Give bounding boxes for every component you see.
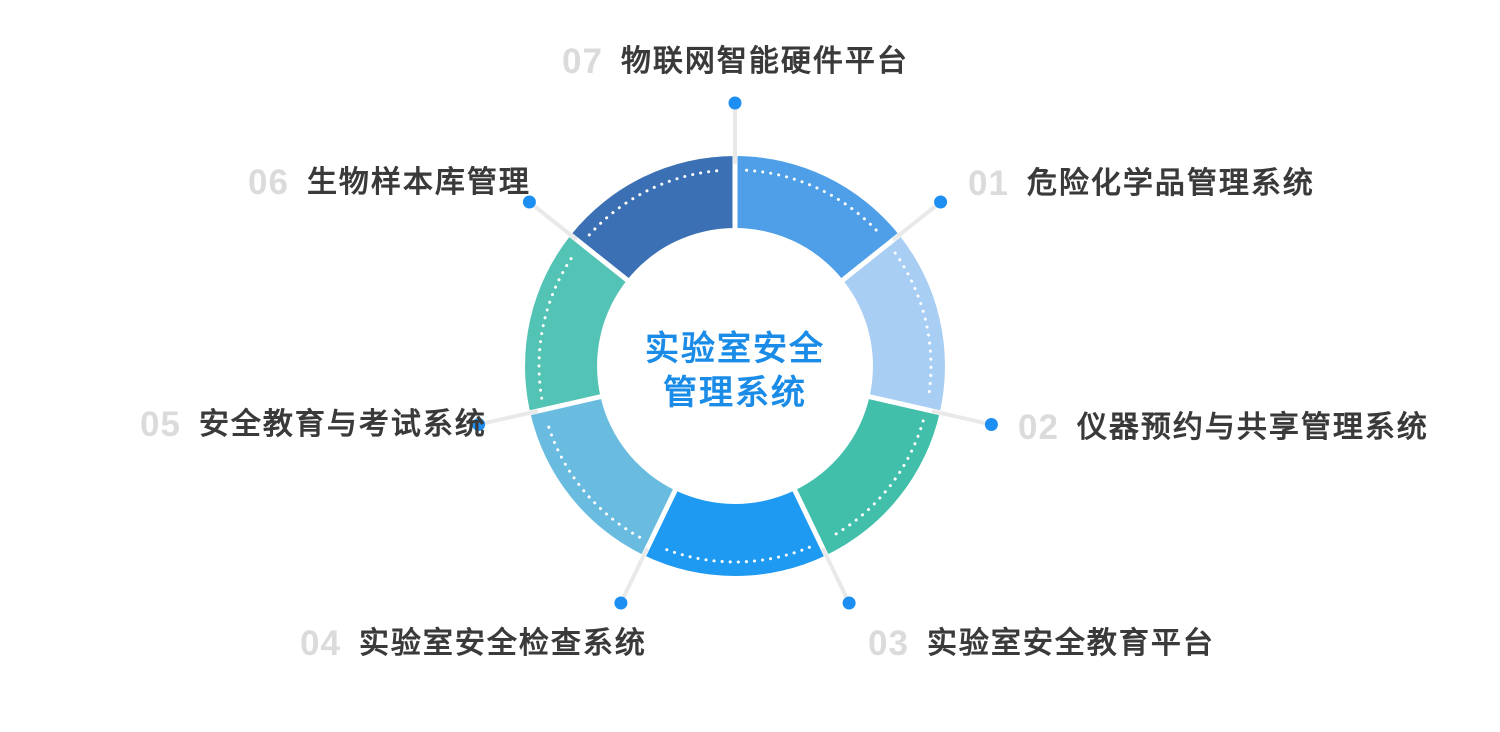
item-label: 仪器预约与共享管理系统 (1076, 411, 1429, 444)
connector-dot (934, 195, 948, 209)
donut-segment-6 (570, 156, 735, 280)
connector-line (532, 203, 578, 241)
item-label: 安全教育与考试系统 (198, 408, 487, 441)
connector-line (931, 409, 988, 426)
center-title-line2: 管理系统 (663, 374, 807, 412)
connector-line (892, 203, 938, 241)
item-label: 实验室安全检查系统 (358, 627, 647, 660)
item-number: 05 (140, 405, 181, 444)
segment-gap-line (523, 392, 611, 417)
donut-segment-1 (842, 235, 945, 413)
connector-line (482, 409, 539, 426)
connector-line (621, 547, 649, 600)
connector-dot (728, 96, 742, 110)
segment-gap-line (788, 480, 831, 562)
item-number: 04 (300, 624, 341, 663)
item-label: 危险化学品管理系统 (1026, 167, 1315, 200)
item-number: 01 (968, 164, 1009, 203)
donut-segment-2 (794, 396, 940, 556)
item-label: 物联网智能硬件平台 (620, 45, 909, 78)
connector-dot (522, 195, 536, 209)
donut-segment-3 (643, 490, 827, 576)
item-number: 06 (248, 163, 289, 202)
center-title: 实验室安全 管理系统 (535, 327, 935, 415)
connector-dot (472, 418, 486, 431)
label-item-04: 04 实验室安全检查系统 (300, 621, 647, 667)
connector-line (821, 547, 849, 600)
donut-segment-0 (735, 156, 900, 280)
label-item-07: 07 物联网智能硬件平台 (562, 39, 909, 85)
item-number: 02 (1018, 408, 1059, 447)
item-number: 07 (562, 42, 603, 81)
connector-dot (984, 418, 998, 431)
segment-gap-line (833, 229, 906, 289)
segment-gap-line (564, 229, 637, 289)
label-item-03: 03 实验室安全教育平台 (868, 621, 1215, 667)
segment-gap-line (639, 480, 682, 562)
label-item-06: 06 生物样本库管理 (248, 160, 531, 206)
label-item-05: 05 安全教育与考试系统 (140, 402, 487, 448)
item-label: 生物样本库管理 (306, 166, 531, 199)
connector-dot (842, 596, 856, 610)
label-item-02: 02 仪器预约与共享管理系统 (1018, 405, 1429, 451)
item-label: 实验室安全教育平台 (926, 627, 1215, 660)
center-title-line1: 实验室安全 (645, 330, 825, 368)
item-number: 03 (868, 624, 909, 663)
segment-gap-line (859, 392, 947, 417)
label-item-01: 01 危险化学品管理系统 (968, 161, 1315, 207)
donut-segment-5 (525, 235, 628, 413)
connector-dot (614, 596, 628, 610)
donut-segment-4 (530, 396, 676, 556)
